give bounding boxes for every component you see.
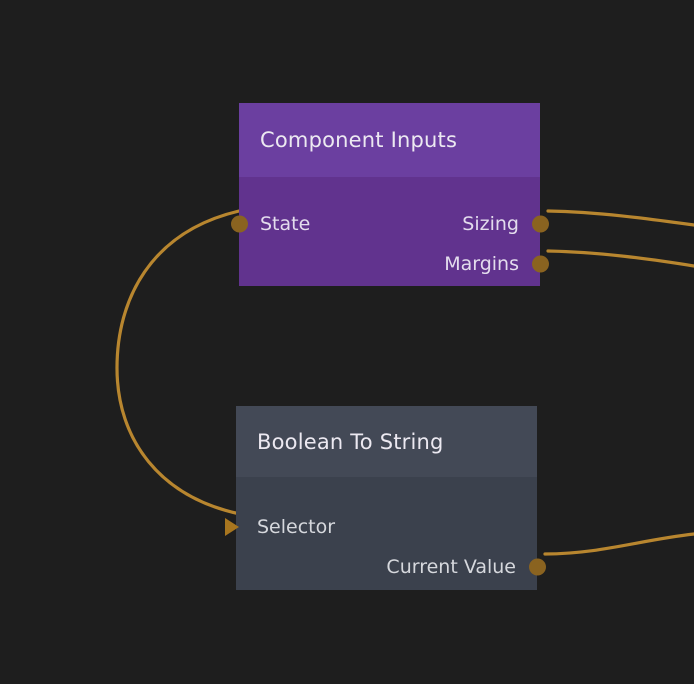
port-knob-sizing-icon[interactable]: [532, 215, 549, 233]
port-label-margins: Margins: [444, 252, 519, 275]
port-row-sizing[interactable]: Sizing: [462, 211, 549, 237]
node-header[interactable]: Boolean To String: [236, 406, 537, 477]
port-label-sizing: Sizing: [462, 212, 519, 235]
node-body: State Sizing Margins: [231, 177, 549, 286]
port-row-margins[interactable]: Margins: [444, 251, 549, 277]
node-body: Selector Current Value: [225, 477, 546, 590]
port-label-state: State: [260, 212, 311, 235]
port-knob-margins-icon[interactable]: [532, 255, 549, 273]
port-row-state[interactable]: State: [231, 211, 311, 237]
node-title: Component Inputs: [260, 128, 458, 152]
port-label-selector: Selector: [257, 515, 336, 538]
port-row-selector[interactable]: Selector: [225, 514, 336, 540]
node-title: Boolean To String: [257, 429, 444, 454]
port-knob-current-value-icon[interactable]: [529, 558, 546, 576]
wire-current-value-out[interactable]: [543, 532, 694, 556]
port-knob-state-icon[interactable]: [231, 215, 248, 233]
node-header[interactable]: Component Inputs: [239, 103, 540, 177]
port-arrow-selector-icon[interactable]: [225, 518, 239, 536]
node-component-inputs[interactable]: Component Inputs State Sizing Margins: [231, 103, 549, 286]
wire-margins-out[interactable]: [546, 249, 694, 268]
port-label-current-value: Current Value: [386, 555, 516, 578]
port-row-current-value[interactable]: Current Value: [386, 554, 546, 580]
wire-state-to-selector[interactable]: [115, 209, 242, 516]
wire-sizing-out[interactable]: [546, 209, 694, 227]
node-boolean-to-string[interactable]: Boolean To String Selector Current Value: [225, 406, 546, 590]
